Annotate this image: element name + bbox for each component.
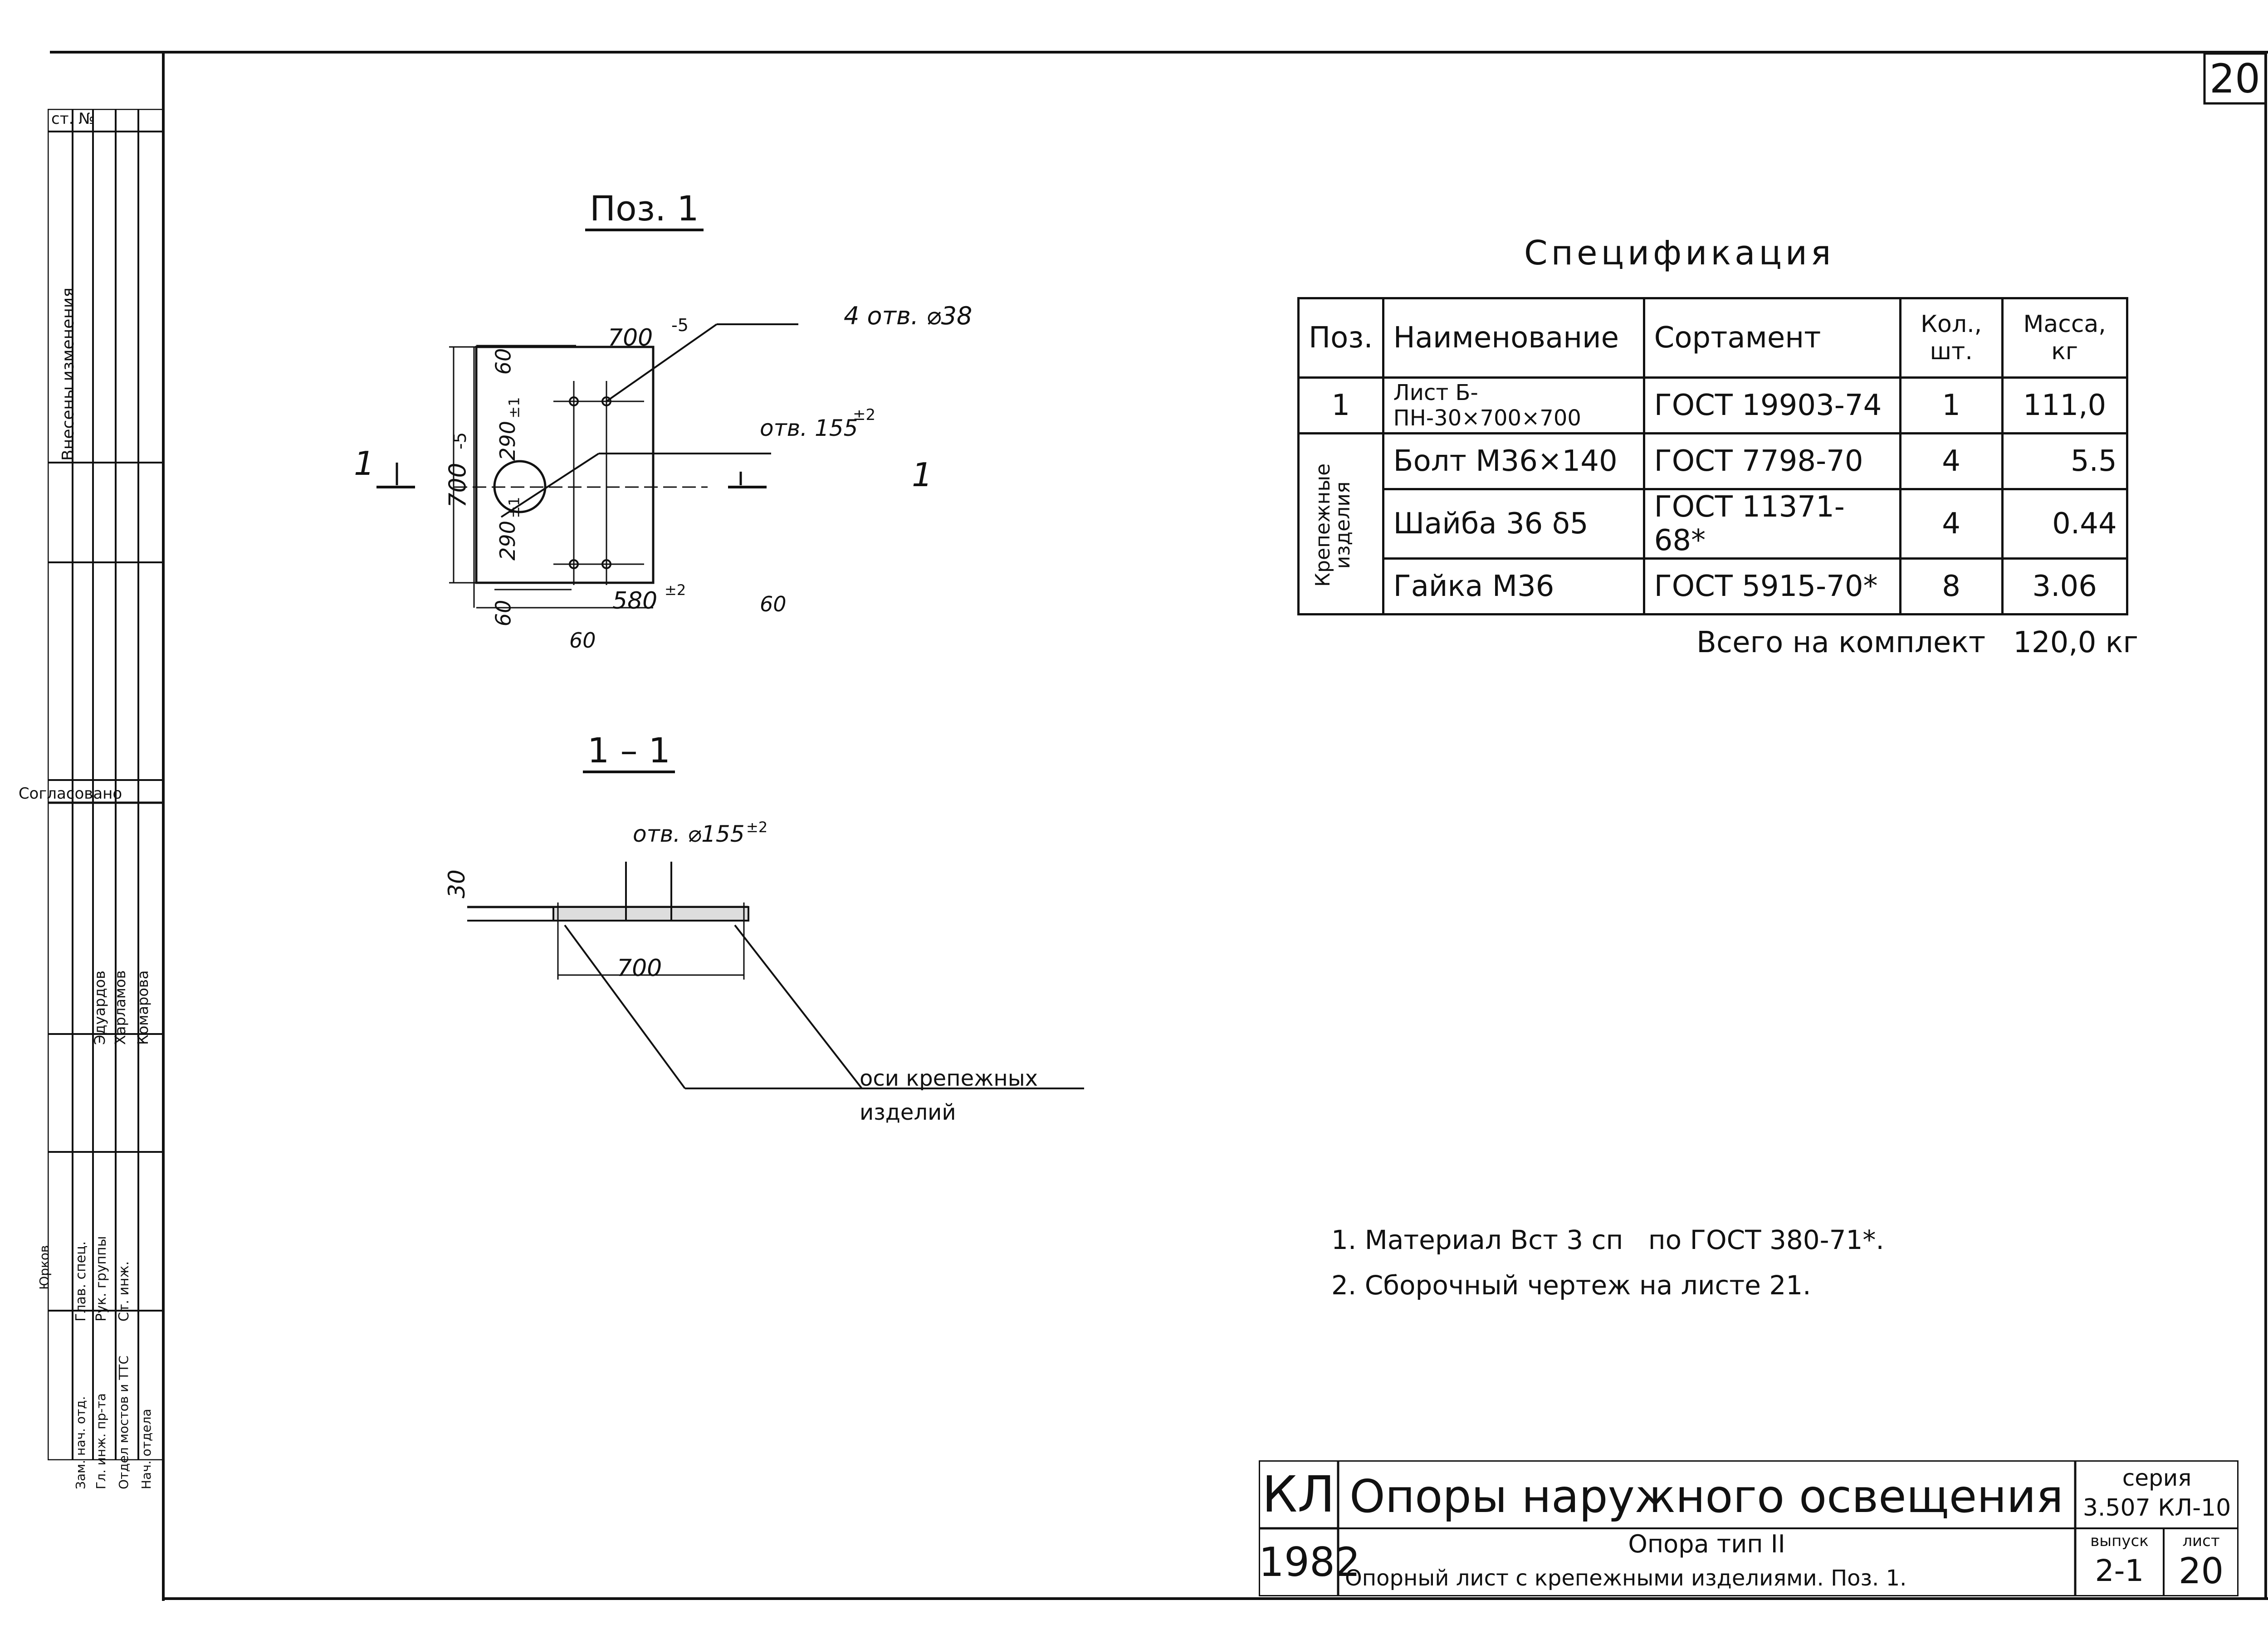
title-year: 1982 (1259, 1539, 1360, 1585)
side-role2-3: Отдел мостов и ТТС (116, 1355, 131, 1489)
plan-dim-60-under: 60 (569, 628, 596, 653)
title-subtitle1: Опора тип II (1628, 1530, 1785, 1558)
spec-row2-grade: ГОСТ 7798-70 (1642, 432, 1901, 490)
side-changes-title: Внесены изменения (59, 288, 78, 461)
spec-header-grade: Сортамент (1642, 297, 1901, 379)
plan-dim-290-top: 290 (495, 421, 520, 461)
side-role2-2: Гл. инж. пр-та (93, 1393, 108, 1489)
table-row: 1 Лист Б-ПН-30×700×700 ГОСТ 19903-74 1 1… (1297, 376, 2128, 434)
plan-view-drawing (376, 323, 798, 609)
table-row: Шайба 36 δ5 ГОСТ 11371-68* 4 0.44 (1299, 488, 2128, 560)
plan-holes-label: 4 отв. ⌀38 (844, 302, 973, 330)
section-hole-label: отв. ⌀155 (633, 821, 745, 847)
section-callout-line1: оси крепежных (860, 1066, 1038, 1091)
title-main: Опоры наружного освещения (1349, 1470, 2063, 1523)
spec-table: Поз. Наименование Сортамент Кол., шт. Ма… (1297, 297, 2128, 615)
spec-row3-grade: ГОСТ 11371-68* (1642, 488, 1901, 560)
note-1: 1. Материал Вст 3 сп по ГОСТ 380-71*. (1331, 1224, 1884, 1255)
spec-row4-qty: 8 (1899, 557, 2004, 615)
plan-dim-60-bottom: 60 (491, 600, 516, 627)
spec-row1-mass: 111,0 (2001, 376, 2128, 434)
spec-row3-qty: 4 (1899, 488, 2004, 560)
side-name2-1: Юрков (37, 1245, 52, 1290)
plan-dim-60-top: 60 (491, 348, 516, 375)
spec-header-mass: Масса, кг (2001, 297, 2128, 379)
side-stamp: ст. № Внесены изменения Согласовано Эдуа… (19, 109, 163, 1489)
plan-dim-width: 700 (608, 324, 653, 351)
spec-row3-name: Шайба 36 δ5 (1382, 488, 1645, 560)
spec-title: Спецификация (1524, 234, 1835, 273)
plan-center-hole-label: отв. 155 (760, 415, 858, 441)
side-name-3: Комарова (134, 970, 152, 1045)
spec-row4-mass: 3.06 (2001, 557, 2128, 615)
plan-dim-height: 700 (444, 463, 472, 508)
plan-dim-580-tol: ±2 (665, 581, 686, 599)
section-hole-tol: ±2 (746, 819, 768, 836)
plan-dim-60-right: 60 (760, 592, 787, 616)
plan-section-mark-right: 1 (912, 456, 933, 494)
section-callout-line2: изделий (860, 1100, 956, 1125)
plan-dim-580: 580 (612, 587, 658, 615)
side-name-1: Эдуардов (91, 971, 108, 1045)
spec-row1-qty: 1 (1899, 376, 2004, 434)
side-col-label: ст. № (51, 110, 95, 128)
plan-dim-290-bottom: 290 (495, 521, 520, 561)
section-view-drawing (467, 862, 1084, 1089)
title-block: КЛ 1982 Опоры наружного освещения Опора … (1259, 1460, 2239, 1596)
spec-row4-name: Гайка М36 (1382, 557, 1645, 615)
spec-header-row: Поз. Наименование Сортамент Кол., шт. Ма… (1297, 297, 2128, 379)
side-role2-1: Зам. нач. отд. (73, 1396, 88, 1489)
plan-section-mark-left: 1 (354, 444, 375, 483)
spec-row3-mass: 0.44 (2001, 488, 2128, 560)
plan-dim-width-tol: -5 (671, 315, 689, 335)
spec-group-cell: Крепежные изделия (1297, 432, 1384, 615)
spec-row2-qty: 4 (1899, 432, 2004, 490)
spec-row2-mass: 5.5 (2001, 432, 2128, 490)
spec-row1-pos: 1 (1297, 376, 1384, 434)
section-thickness: 30 (443, 869, 470, 898)
spec-row1-name: Лист Б-ПН-30×700×700 (1382, 376, 1645, 434)
plan-center-hole-tol: ±2 (853, 406, 876, 424)
plan-dim-290-tol-bottom: ±1 (505, 497, 523, 518)
side-name-2: Харламов (112, 970, 129, 1045)
title-code: КЛ (1262, 1465, 1335, 1523)
title-series-label: серия (2122, 1465, 2192, 1491)
spec-row2-name: Болт М36×140 (1382, 432, 1645, 490)
spec-group-label: Крепежные изделия (1311, 463, 1354, 587)
plan-dim-290-tol-top: ±1 (505, 397, 523, 419)
side-approved: Согласовано (18, 785, 122, 803)
spec-total: Всего на комплект 120,0 кг (1696, 626, 2139, 659)
title-sheet-label: лист (2182, 1532, 2220, 1550)
plan-dim-height-tol: -5 (450, 432, 470, 449)
spec-row4-grade: ГОСТ 5915-70* (1642, 557, 1901, 615)
side-role2-4: Нач. отдела (139, 1409, 154, 1489)
title-subtitle2: Опорный лист с крепежными изделиями. Поз… (1345, 1566, 1907, 1591)
note-2: 2. Сборочный чертеж на листе 21. (1331, 1270, 1811, 1301)
plan-title: Поз. 1 (585, 188, 704, 231)
title-sheet: 20 (2178, 1551, 2224, 1592)
section-title: 1 – 1 (583, 730, 675, 773)
title-issue: 2-1 (2095, 1553, 2144, 1588)
spec-header-qty: Кол., шт. (1899, 297, 2004, 379)
table-row: Гайка М36 ГОСТ 5915-70* 8 3.06 (1299, 557, 2128, 615)
table-row: Крепежные изделия Болт М36×140 ГОСТ 7798… (1297, 432, 2128, 615)
title-issue-label: выпуск (2090, 1532, 2149, 1550)
title-series: 3.507 КЛ-10 (2082, 1494, 2231, 1522)
section-length: 700 (617, 955, 662, 982)
spec-row1-grade: ГОСТ 19903-74 (1642, 376, 1901, 434)
sheet-number: 20 (2209, 55, 2260, 102)
spec-header-pos: Поз. (1297, 297, 1384, 379)
spec-header-name: Наименование (1382, 297, 1645, 379)
